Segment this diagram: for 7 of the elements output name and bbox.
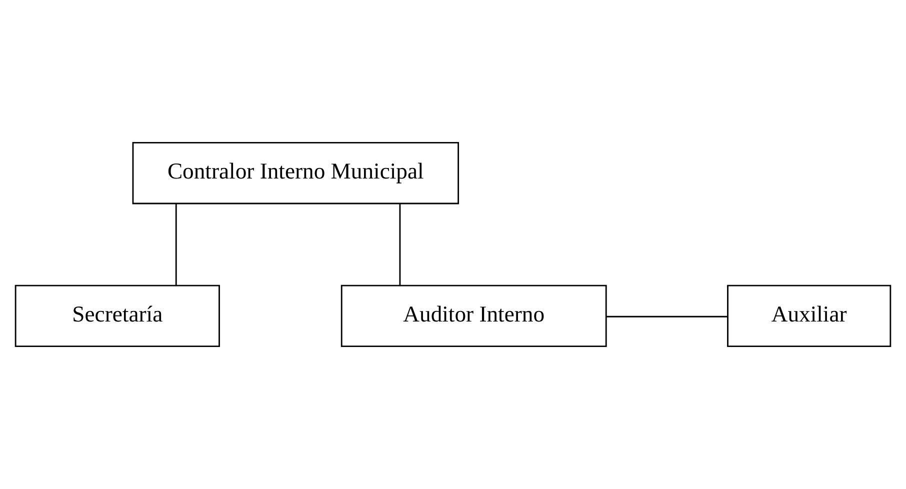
connector: [175, 204, 177, 286]
connector: [606, 316, 728, 318]
node-box: Secretaría: [14, 284, 220, 348]
connector: [399, 204, 401, 286]
node-box: Auxiliar: [727, 284, 892, 348]
node-box: Auditor Interno: [340, 284, 607, 348]
node-box: Contralor Interno Municipal: [132, 142, 460, 204]
